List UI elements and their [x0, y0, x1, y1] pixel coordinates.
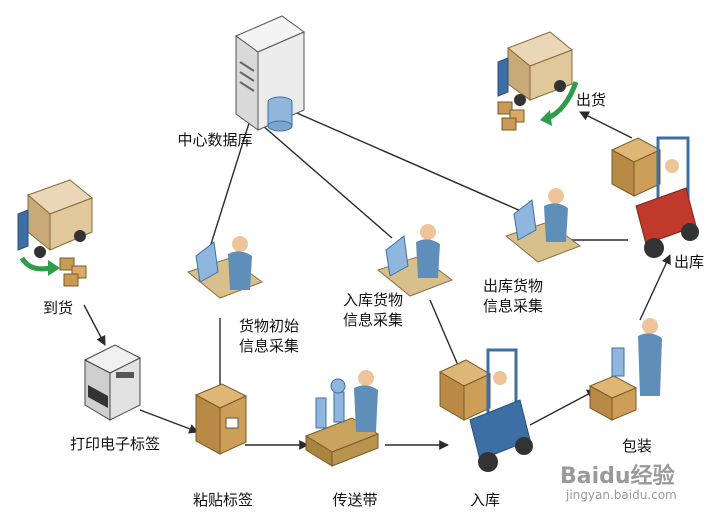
flow-edges	[83, 111, 671, 450]
label-outbound-collect: 出库货物 信息采集	[482, 277, 543, 315]
edge-inbound-collect-inbound	[429, 299, 461, 371]
conveyor-icon	[304, 370, 380, 467]
link-db-init-collect	[205, 119, 251, 261]
init-collect-worker-icon	[186, 236, 264, 299]
edge-print-paste	[139, 409, 199, 434]
packing-icon	[588, 318, 662, 421]
label-inbound-collect: 入库货物 信息采集	[342, 291, 403, 329]
label-outbound: 出库	[673, 253, 704, 271]
inbound-collect-worker-icon	[376, 224, 454, 297]
edge-inbound-packing	[529, 389, 597, 426]
watermark-brand: Baidu经验	[560, 464, 675, 489]
edge-outbound-shipping	[579, 111, 633, 139]
label-print-label: 打印电子标签	[69, 435, 160, 453]
server-icon	[234, 15, 306, 132]
label-central-db: 中心数据库	[177, 131, 253, 149]
printer-icon	[83, 344, 142, 421]
database-links	[205, 109, 531, 261]
link-db-inbound-collect	[261, 124, 393, 239]
boxes-icon	[497, 101, 525, 131]
arrival-truck-icon	[17, 179, 93, 287]
label-conveyor: 传送带	[332, 491, 378, 509]
label-packing: 包装	[621, 437, 652, 455]
label-init-collect: 货物初始 信息采集	[238, 317, 299, 355]
outbound-collect-worker-icon	[504, 188, 582, 263]
label-inbound: 入库	[469, 491, 500, 509]
label-shipping: 出货	[575, 91, 606, 109]
label-paste-label: 粘贴标签	[192, 491, 253, 509]
inbound-forklift-icon	[438, 348, 533, 472]
label-arrival: 到货	[42, 299, 73, 317]
edge-arrival-print	[83, 304, 106, 346]
labeled-box-icon	[194, 383, 248, 455]
link-db-outbound-collect	[289, 109, 531, 216]
boxes-icon	[59, 257, 87, 287]
outbound-forklift-icon	[610, 136, 699, 258]
watermark-url: jingyan.baidu.com	[566, 488, 677, 502]
edge-packing-outbound	[639, 254, 671, 321]
shipping-truck-icon	[497, 31, 579, 131]
